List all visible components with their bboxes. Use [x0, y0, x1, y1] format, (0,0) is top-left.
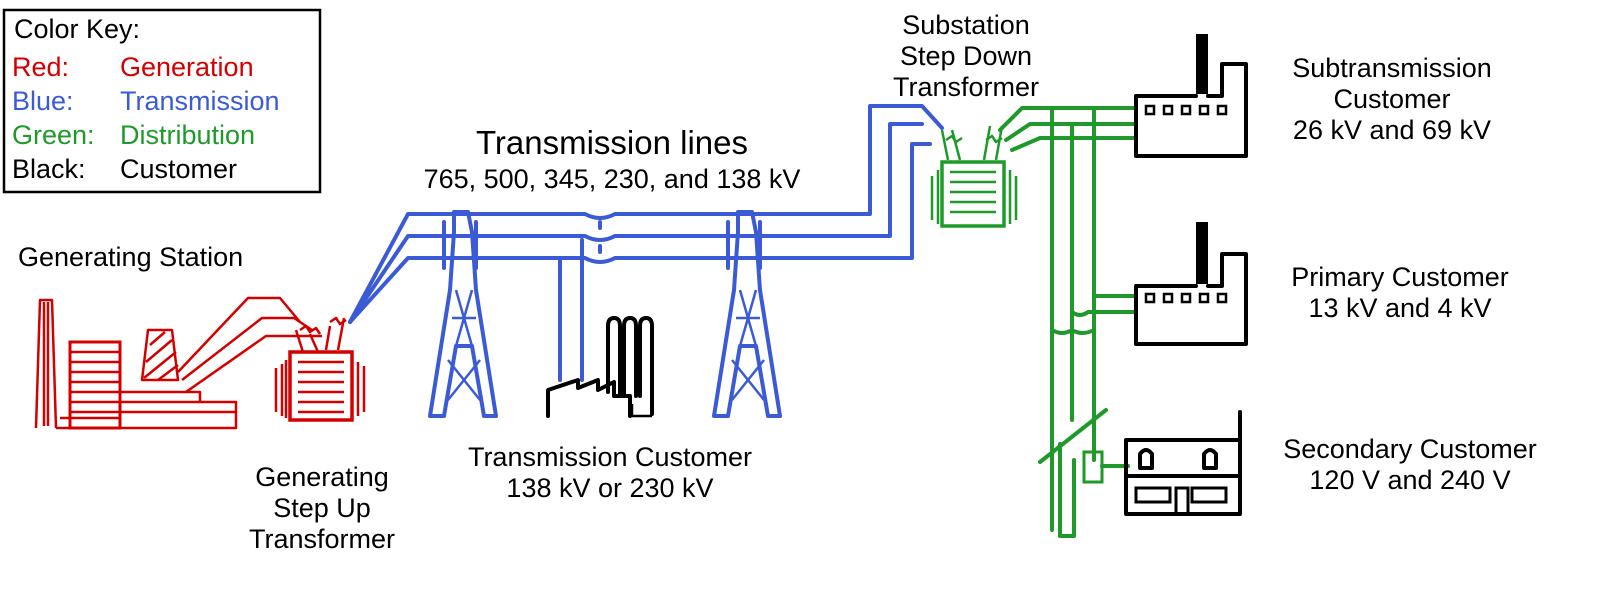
step-up-line-2: Step Up	[273, 493, 371, 523]
key-blue-meaning: Transmission	[120, 86, 280, 116]
substation-transformer-icon	[930, 125, 1018, 228]
transmission-customer-line-2: 138 kV or 230 kV	[506, 473, 713, 503]
subtransmission-line-2: Customer	[1333, 84, 1450, 114]
key-green-meaning: Distribution	[120, 120, 255, 150]
color-key: Color Key: Red: Generation Blue: Transmi…	[2, 8, 322, 194]
substation-line-3: Transformer	[893, 72, 1039, 102]
transmission-voltages: 765, 500, 345, 230, and 138 kV	[424, 164, 801, 194]
transmission-customer-label: Transmission Customer 138 kV or 230 kV	[468, 442, 752, 503]
substation-label: Substation Step Down Transformer	[893, 10, 1039, 102]
transmission-tower-left-icon	[428, 210, 498, 418]
primary-customer-label: Primary Customer 13 kV and 4 kV	[1291, 262, 1509, 323]
transmission-customer-icon	[546, 316, 654, 418]
subtransmission-line-3: 26 kV and 69 kV	[1293, 115, 1491, 145]
key-black-meaning: Customer	[120, 154, 237, 184]
subtransmission-customer-label: Subtransmission Customer 26 kV and 69 kV	[1292, 53, 1492, 145]
distribution-lines	[998, 106, 1138, 538]
transmission-lines-title: Transmission lines	[476, 124, 748, 161]
key-black-label: Black:	[12, 154, 86, 184]
transmission-tower-right-icon	[712, 210, 782, 418]
key-red-meaning: Generation	[120, 52, 254, 82]
secondary-customer-icon	[1124, 410, 1242, 516]
step-up-line-1: Generating	[255, 462, 389, 492]
secondary-customer-line-2: 120 V and 240 V	[1309, 465, 1510, 495]
primary-customer-icon	[1134, 222, 1248, 346]
subtransmission-line-1: Subtransmission	[1292, 53, 1492, 83]
substation-line-2: Step Down	[900, 41, 1032, 71]
secondary-customer-line-1: Secondary Customer	[1283, 434, 1537, 464]
primary-customer-line-2: 13 kV and 4 kV	[1308, 293, 1491, 323]
step-up-transformer-icon	[274, 316, 366, 422]
primary-customer-line-1: Primary Customer	[1291, 262, 1509, 292]
step-up-transformer-label: Generating Step Up Transformer	[249, 462, 395, 554]
transmission-customer-line-1: Transmission Customer	[468, 442, 752, 472]
step-up-line-3: Transformer	[249, 524, 395, 554]
generating-station-icon	[34, 296, 322, 430]
generating-station-label: Generating Station	[18, 242, 243, 272]
substation-line-1: Substation	[902, 10, 1030, 40]
secondary-customer-label: Secondary Customer 120 V and 240 V	[1283, 434, 1537, 495]
key-blue-label: Blue:	[12, 86, 74, 116]
key-red-label: Red:	[12, 52, 69, 82]
key-green-label: Green:	[12, 120, 95, 150]
color-key-title: Color Key:	[14, 14, 140, 44]
transmission-lines	[348, 104, 944, 382]
subtransmission-customer-icon	[1134, 34, 1248, 158]
